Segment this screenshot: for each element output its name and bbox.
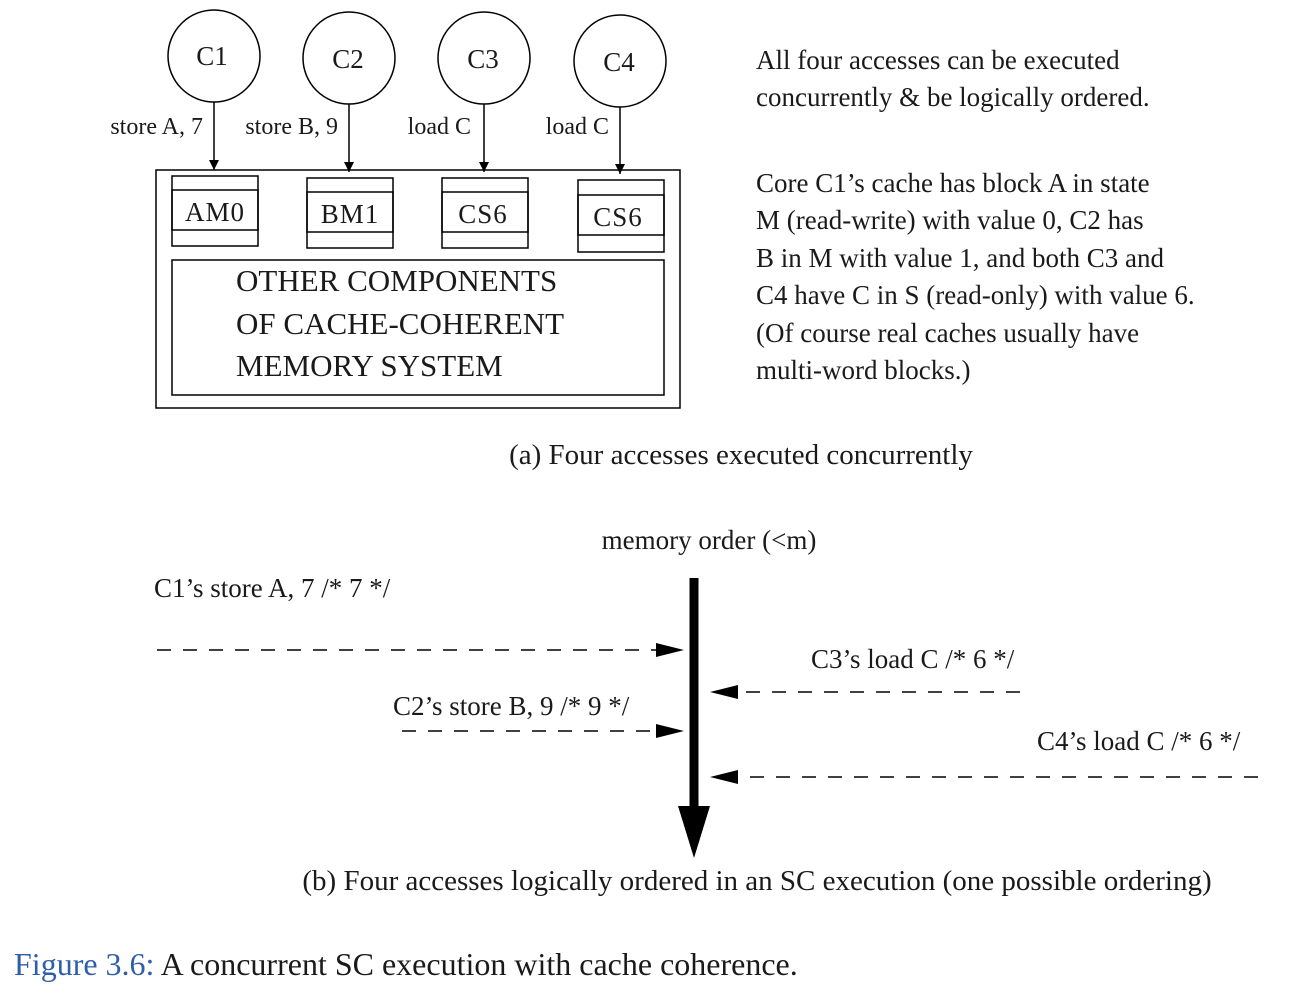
note2-line-4: C4 have C in S (read-only) with value 6. — [756, 280, 1195, 310]
event-c1-arrowhead — [656, 643, 684, 657]
core-c1: C1 — [167, 9, 261, 103]
cache-c4: CS6 — [577, 179, 665, 253]
cache-c3: CS6 — [441, 177, 529, 249]
memory-order-arrowhead — [678, 806, 710, 858]
event-c4-label: C4’s load C /* 6 */ — [1037, 726, 1241, 756]
note2-line-1: Core C1’s cache has block A in state — [756, 168, 1150, 198]
memory-system-line-3: MEMORY SYSTEM — [236, 348, 503, 383]
c1-access-label: store A, 7 — [110, 114, 203, 140]
core-c4-label: C4 — [603, 47, 635, 77]
memory-system-line-1: OTHER COMPONENTS — [236, 263, 557, 298]
note2-line-3: B in M with value 1, and both C3 and — [756, 243, 1164, 273]
caption-text: A concurrent SC execution with cache coh… — [154, 946, 797, 982]
figure-caption: Figure 3.6: A concurrent SC execution wi… — [14, 946, 798, 982]
note2-line-2: M (read-write) with value 0, C2 has — [756, 205, 1144, 235]
cache-c1: AM0 — [171, 175, 259, 247]
cache-c1-label: AM0 — [185, 197, 245, 227]
core-c1-label: C1 — [196, 41, 228, 71]
other-components-box — [171, 259, 665, 396]
subcaption-a: (a) Four accesses executed concurrently — [509, 439, 973, 471]
core-c4: C4 — [573, 14, 667, 108]
event-c4-arrowhead — [710, 770, 738, 784]
note1-line-2: concurrently & be logically ordered. — [756, 82, 1150, 112]
cache-c4-label: CS6 — [593, 202, 643, 232]
event-c3-arrowhead — [710, 685, 738, 699]
c3-access-label: load C — [408, 114, 471, 140]
note2-line-6: multi-word blocks.) — [756, 355, 970, 385]
cache-c3-label: CS6 — [458, 199, 508, 229]
event-c2-arrowhead — [656, 724, 684, 738]
memory-system-line-2: OF CACHE-COHERENT — [236, 306, 564, 341]
core-c3-label: C3 — [467, 44, 499, 74]
cache-c2: BM1 — [306, 177, 394, 249]
core-c2-label: C2 — [332, 44, 364, 74]
subcaption-b: (b) Four accesses logically ordered in a… — [302, 865, 1211, 897]
c2-access-label: store B, 9 — [245, 114, 338, 140]
note1-line-1: All four accesses can be executed — [756, 45, 1120, 75]
c4-access-label: load C — [546, 114, 609, 140]
event-c1-label: C1’s store A, 7 /* 7 */ — [154, 573, 391, 603]
caption-label: Figure 3.6: — [14, 946, 154, 982]
core-c3: C3 — [437, 11, 531, 105]
core-c2: C2 — [302, 11, 396, 105]
memory-order-label: memory order (<m) — [602, 525, 817, 555]
cache-c2-label: BM1 — [321, 199, 380, 229]
note2-line-5: (Of course real caches usually have — [756, 318, 1139, 348]
event-c3-label: C3’s load C /* 6 */ — [811, 644, 1015, 674]
event-c2-label: C2’s store B, 9 /* 9 */ — [393, 691, 630, 721]
memory-system-box — [155, 169, 681, 409]
